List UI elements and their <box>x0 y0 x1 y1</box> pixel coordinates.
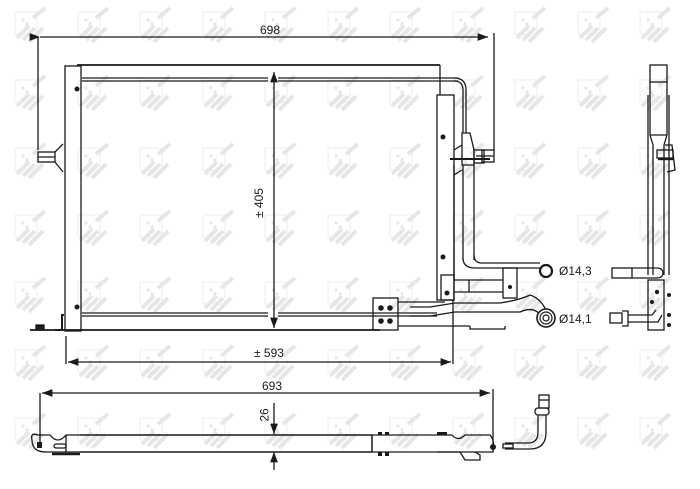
lower-pipe-diameter-label: Ø14,1 <box>559 312 592 326</box>
bottom-view <box>30 389 550 470</box>
watermark-pattern <box>13 6 672 450</box>
dimension-core-width: ± 593 <box>254 346 284 360</box>
dimension-bottom-width: 693 <box>262 379 283 393</box>
dimension-thickness: 26 <box>257 408 272 422</box>
front-view <box>29 33 556 366</box>
side-view <box>609 64 676 331</box>
upper-pipe-diameter-label: Ø14,3 <box>559 264 592 278</box>
dimension-overall-width: 698 <box>260 23 281 37</box>
dimension-core-height: ± 405 <box>251 188 266 218</box>
